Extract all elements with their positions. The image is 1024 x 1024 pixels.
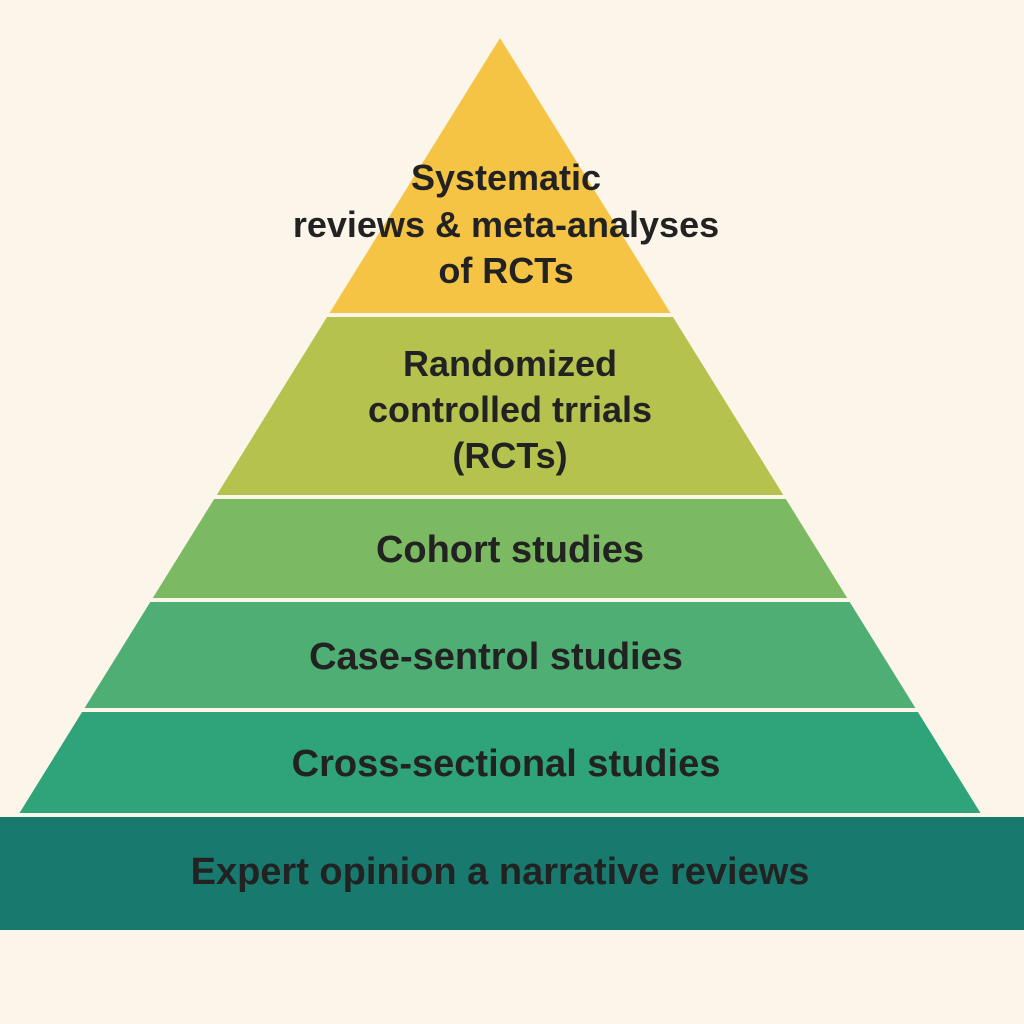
pyramid-level-6-label: Expert opinion a narrative reviews (191, 851, 810, 893)
pyramid-level-6-shape (0, 817, 1024, 930)
pyramid-level-3-shape (152, 499, 848, 598)
pyramid-level-1-shape (329, 38, 671, 313)
pyramid-level-4-shape (84, 602, 916, 708)
pyramid-level-2-label-line-3: (RCTs) (452, 435, 567, 476)
pyramid-level-3-label: Cohort studies (376, 529, 644, 571)
pyramid-level-1-label-line-3: of RCTs (438, 250, 573, 291)
pyramid-level-5-shape (19, 712, 981, 813)
pyramid-level-1-label-line-2: reviews & meta-analyses (293, 204, 719, 245)
pyramid-level-2-shape (216, 317, 784, 495)
pyramid-level-2-label-line-2: controlled trrials (368, 389, 652, 430)
pyramid-level-4-label: Case-sentrol studies (309, 636, 683, 678)
pyramid-level-5-label: Cross-sectional studies (292, 743, 721, 785)
pyramid-level-1-label-line-1: Systematic (411, 157, 601, 198)
pyramid-level-2-label-line-1: Randomized (403, 343, 617, 384)
